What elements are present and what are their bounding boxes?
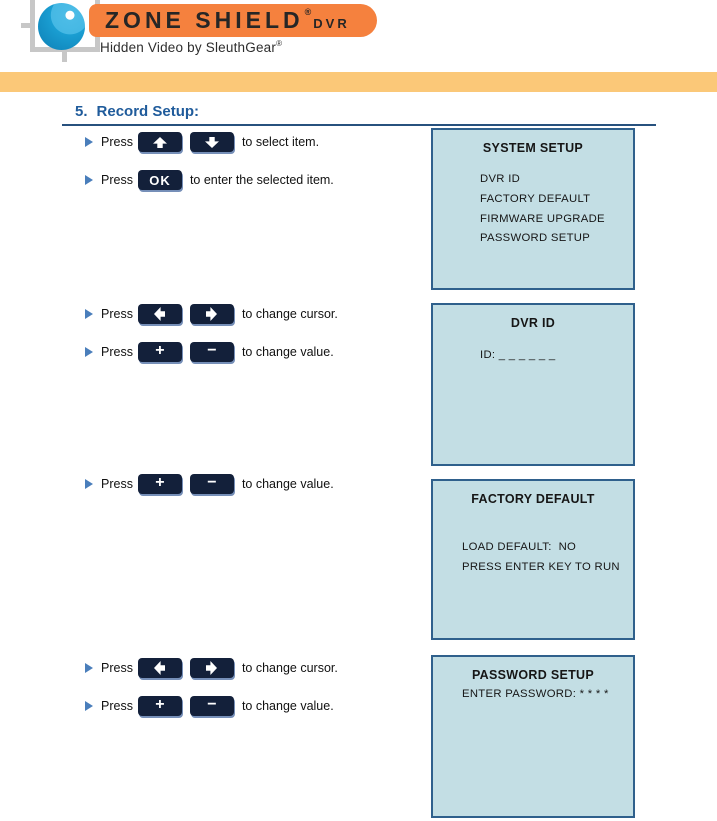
instruction-group-4: Press to change cursor. Press + − to cha…: [85, 657, 338, 733]
bullet-triangle-icon: [85, 701, 93, 711]
screen-line: DVR ID: [480, 173, 521, 185]
brand-tagline: Hidden Video by SleuthGear®: [100, 39, 283, 55]
bullet-triangle-icon: [85, 309, 93, 319]
screen-factory-default: FACTORY DEFAULT LOAD DEFAULT: NO PRESS E…: [431, 479, 635, 640]
bullet-triangle-icon: [85, 137, 93, 147]
screen-password-setup: PASSWORD SETUP ENTER PASSWORD: * * * *: [431, 655, 635, 818]
instruction-row: Press to change cursor.: [85, 657, 338, 679]
arrow-right-icon: [206, 661, 218, 675]
screen-line: PASSWORD SETUP: [480, 232, 591, 245]
heading-rule: [62, 124, 656, 126]
ok-key: OK: [137, 170, 182, 190]
brand-suffix: DVR: [313, 15, 350, 31]
right-arrow-key: [189, 658, 234, 678]
instruction-text: to change cursor.: [241, 307, 338, 321]
plus-key-label: +: [155, 342, 165, 359]
screen-menu: ID: _ _ _ _ _ _: [433, 346, 633, 366]
instruction-row: Press + − to change value.: [85, 341, 338, 363]
screen-menu: LOAD DEFAULT: NO PRESS ENTER KEY TO RUN: [433, 538, 633, 577]
screen-title: PASSWORD SETUP: [471, 668, 595, 682]
left-arrow-key: [137, 304, 182, 324]
screen-line: FACTORY DEFAULT: [480, 192, 591, 205]
section-number: 5.: [75, 103, 88, 120]
instruction-text: to change cursor.: [241, 661, 338, 675]
arrow-left-icon: [154, 661, 166, 675]
minus-key-label: −: [207, 696, 217, 713]
header-divider-bar: [0, 72, 717, 92]
zone-shield-banner: ZONE SHIELD ® DVR: [89, 4, 377, 37]
arrow-right-icon: [206, 307, 218, 321]
instruction-row: Press OK to enter the selected item.: [85, 169, 334, 191]
section-heading: 5. Record Setup:: [75, 103, 199, 120]
bullet-triangle-icon: [85, 347, 93, 357]
plus-key-label: +: [155, 474, 165, 491]
screen-dvr-id: DVR ID ID: _ _ _ _ _ _: [431, 303, 635, 466]
press-label: Press: [101, 699, 133, 713]
instruction-row: Press to change cursor.: [85, 303, 338, 325]
press-label: Press: [101, 135, 133, 149]
arrow-up-icon: [152, 136, 167, 148]
down-arrow-key: [189, 132, 234, 152]
instruction-group-1: Press to select item. Press OK to enter …: [85, 131, 334, 207]
viewfinder-tick-bottom: [62, 51, 67, 62]
press-label: Press: [101, 661, 133, 675]
plus-key: +: [137, 696, 182, 716]
registered-mark: ®: [304, 7, 312, 17]
minus-key-label: −: [207, 474, 217, 491]
instruction-group-2: Press to change cursor. Press + − to cha…: [85, 303, 338, 379]
screen-system-setup: SYSTEM SETUP DVR ID FACTORY DEFAULT FIRM…: [431, 128, 635, 290]
minus-key: −: [189, 474, 234, 494]
arrow-down-icon: [204, 136, 219, 148]
minus-key-label: −: [207, 342, 217, 359]
screen-line: FIRMWARE UPGRADE: [480, 212, 605, 225]
viewfinder-tick-left: [21, 23, 31, 28]
screen-title: SYSTEM SETUP: [482, 141, 584, 155]
plus-key: +: [137, 342, 182, 362]
bullet-triangle-icon: [85, 663, 93, 673]
right-arrow-key: [189, 304, 234, 324]
press-label: Press: [101, 307, 133, 321]
screen-title: FACTORY DEFAULT: [471, 492, 595, 506]
minus-key: −: [189, 342, 234, 362]
bullet-triangle-icon: [85, 175, 93, 185]
instruction-text: to enter the selected item.: [189, 173, 334, 187]
instruction-row: Press + − to change value.: [85, 695, 338, 717]
instruction-row: Press to select item.: [85, 131, 334, 153]
screen-menu: ENTER PASSWORD: * * * *: [433, 685, 633, 705]
instruction-text: to change value.: [241, 345, 334, 359]
screen-line: LOAD DEFAULT: NO: [462, 541, 577, 553]
screen-line: ID: _ _ _ _ _ _: [480, 349, 556, 361]
left-arrow-key: [137, 658, 182, 678]
instruction-text: to change value.: [241, 699, 334, 713]
screen-line: ENTER PASSWORD: * * * *: [462, 688, 609, 700]
press-label: Press: [101, 173, 133, 187]
up-arrow-key: [137, 132, 182, 152]
instruction-group-3: Press + − to change value.: [85, 473, 334, 511]
press-label: Press: [101, 477, 133, 491]
screen-line: PRESS ENTER KEY TO RUN: [462, 560, 620, 573]
instruction-row: Press + − to change value.: [85, 473, 334, 495]
brand-name: ZONE SHIELD: [105, 7, 304, 33]
minus-key: −: [189, 696, 234, 716]
plus-key-label: +: [155, 696, 165, 713]
press-label: Press: [101, 345, 133, 359]
instruction-text: to select item.: [241, 135, 320, 149]
ok-key-label: OK: [149, 172, 171, 188]
plus-key: +: [137, 474, 182, 494]
registered-mark: ®: [276, 39, 283, 48]
screen-title: DVR ID: [510, 316, 556, 330]
screen-menu: DVR ID FACTORY DEFAULT FIRMWARE UPGRADE …: [433, 170, 633, 249]
arrow-left-icon: [154, 307, 166, 321]
instruction-text: to change value.: [241, 477, 334, 491]
camera-lens-icon: [38, 3, 85, 50]
section-title: Record Setup:: [96, 103, 200, 120]
bullet-triangle-icon: [85, 479, 93, 489]
